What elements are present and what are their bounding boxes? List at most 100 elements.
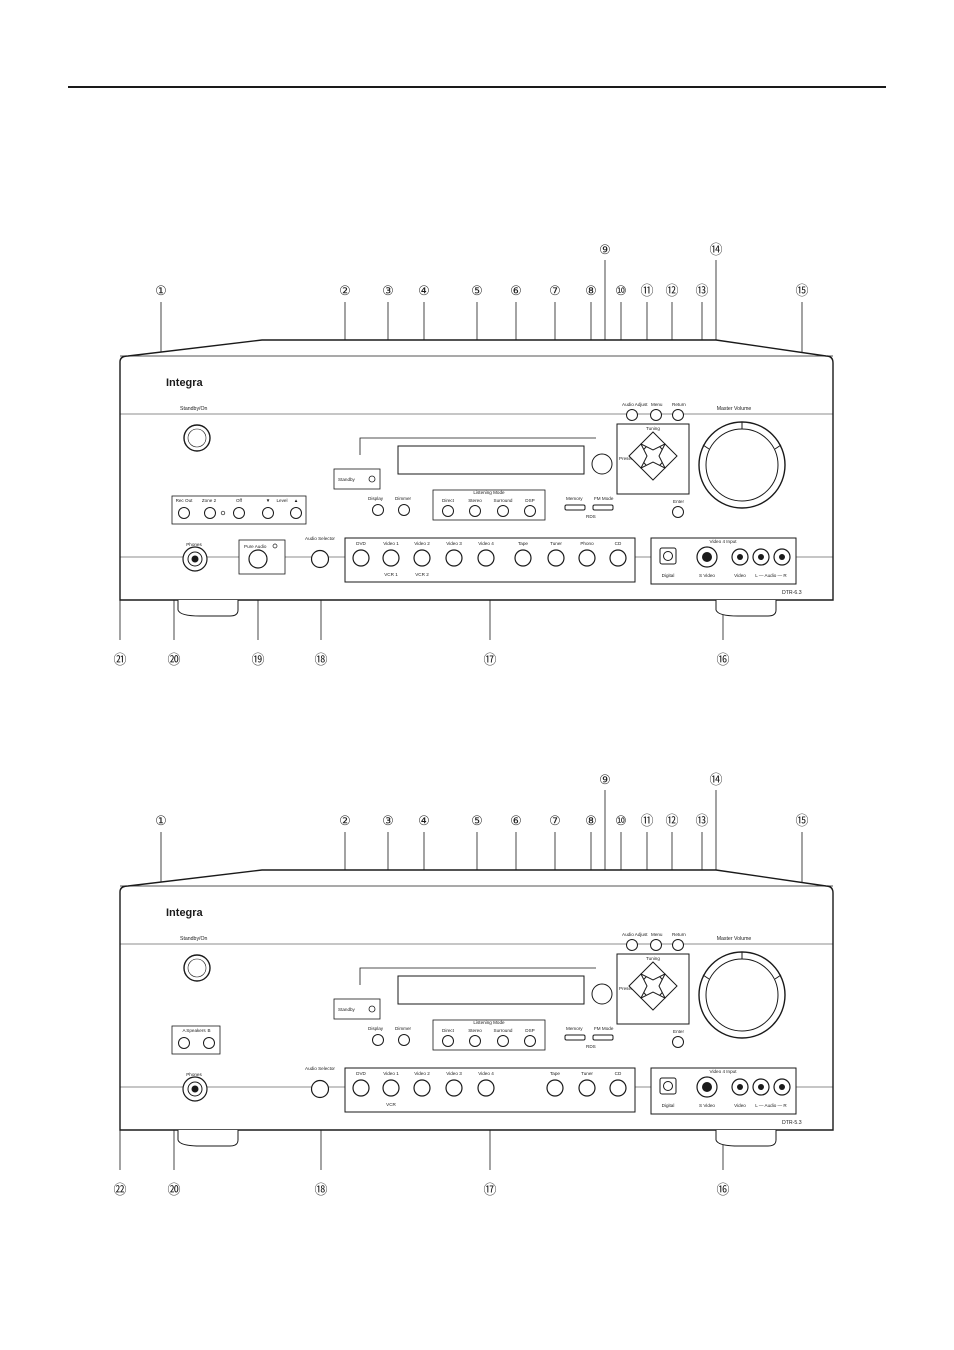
enter-button[interactable]	[672, 506, 684, 518]
rec-out-button[interactable]	[178, 507, 190, 519]
level-up-label: ▲	[294, 498, 299, 503]
tuning-up-arrow-icon[interactable]	[640, 961, 666, 981]
audio-adjust-button[interactable]	[626, 939, 638, 951]
tuning-up-arrow-icon[interactable]	[640, 431, 666, 451]
audio-left-inner-icon	[758, 1084, 764, 1090]
input-label-tape: Tape	[550, 1071, 560, 1076]
fm-mode-button[interactable]	[592, 1034, 614, 1041]
tuning-down-arrow-icon[interactable]	[640, 461, 666, 481]
surround-button[interactable]	[497, 505, 509, 517]
optical-digital-jack[interactable]	[659, 1077, 677, 1095]
cd-button[interactable]	[609, 1079, 627, 1097]
stereo-button[interactable]	[469, 1035, 481, 1047]
return-button[interactable]	[672, 409, 684, 421]
return-button[interactable]	[672, 939, 684, 951]
tuner-button[interactable]	[578, 1079, 596, 1097]
video1-button[interactable]	[382, 549, 400, 567]
input-label-dvd: DVD	[356, 1071, 366, 1076]
callout-10: ⑩	[615, 813, 627, 828]
master-volume-knob[interactable]	[698, 421, 786, 509]
video1-button[interactable]	[382, 1079, 400, 1097]
speakers-a-button[interactable]	[178, 1037, 190, 1049]
s-video-inner-icon	[702, 552, 712, 562]
input-label-video3: Video 3	[446, 1071, 462, 1076]
power-button[interactable]	[183, 424, 211, 452]
direct-button[interactable]	[442, 1035, 454, 1047]
phono-button[interactable]	[578, 549, 596, 567]
menu-button[interactable]	[650, 939, 662, 951]
callout-7: ⑦	[549, 283, 561, 298]
tuning-down-arrow-icon[interactable]	[640, 991, 666, 1011]
power-button[interactable]	[183, 954, 211, 982]
rds-label: RDS	[586, 514, 596, 519]
audio-adjust-button[interactable]	[626, 409, 638, 421]
preset-left-arrow-icon[interactable]	[628, 443, 648, 469]
dvd-button[interactable]	[352, 1079, 370, 1097]
callout-3: ③	[382, 283, 394, 298]
model-label: DTR-6.3	[782, 590, 802, 596]
video2-button[interactable]	[413, 1079, 431, 1097]
optical-inner-icon	[663, 1081, 673, 1091]
callout-16: ⑯	[716, 652, 729, 667]
dsp-button[interactable]	[524, 505, 536, 517]
preset-right-arrow-icon[interactable]	[658, 973, 678, 999]
speakers-b-button[interactable]	[203, 1037, 215, 1049]
direct-button[interactable]	[442, 505, 454, 517]
master-volume-label: Master Volume	[717, 406, 752, 412]
zone2-label: Zone 2	[202, 498, 217, 503]
enter-button[interactable]	[672, 1036, 684, 1048]
dimmer-button[interactable]	[398, 504, 410, 516]
brand-logo: Integra	[166, 377, 204, 389]
pure-audio-button[interactable]	[248, 549, 268, 569]
preset-left-arrow-icon[interactable]	[628, 973, 648, 999]
callout-1: ①	[155, 283, 167, 298]
surround-button[interactable]	[497, 1035, 509, 1047]
off-button[interactable]	[233, 507, 245, 519]
audio-selector-button[interactable]	[310, 549, 330, 569]
callout-row-bottom: ㉒ ⑳ ⑱ ⑰ ⑯	[113, 1182, 729, 1197]
input-label-cd: CD	[615, 541, 622, 546]
dvd-button[interactable]	[352, 549, 370, 567]
preset-label: Preset	[619, 456, 633, 461]
level-up-button[interactable]	[290, 507, 302, 519]
phones-jack[interactable]	[182, 1076, 208, 1102]
tape-button[interactable]	[546, 1079, 564, 1097]
listening-mode-label-surround: Surround	[494, 498, 513, 503]
power-label: Standby/On	[180, 936, 208, 942]
video4-input-group: Video 4 Input Digital S Video Video L — …	[650, 1067, 797, 1115]
level-down-button[interactable]	[262, 507, 274, 519]
tape-button[interactable]	[514, 549, 532, 567]
memory-button[interactable]	[564, 1034, 586, 1041]
display-button[interactable]	[372, 1034, 384, 1046]
display-button[interactable]	[372, 504, 384, 516]
zone2-button[interactable]	[204, 507, 216, 519]
phones-jack[interactable]	[182, 546, 208, 572]
video2-button[interactable]	[413, 549, 431, 567]
display-outline	[359, 437, 596, 455]
callout-4: ④	[418, 283, 430, 298]
speakers-group: A Speakers B	[171, 1025, 221, 1055]
dimmer-button[interactable]	[398, 1034, 410, 1046]
video4-button[interactable]	[477, 549, 495, 567]
memory-label: Memory	[566, 1026, 583, 1031]
stereo-button[interactable]	[469, 505, 481, 517]
master-volume-knob[interactable]	[698, 951, 786, 1039]
cd-button[interactable]	[609, 549, 627, 567]
fm-mode-button[interactable]	[592, 504, 614, 511]
fl-display	[397, 975, 585, 1005]
audio-right-inner-icon	[779, 554, 785, 560]
standby-led	[368, 1005, 376, 1013]
video3-button[interactable]	[445, 1079, 463, 1097]
video4-button[interactable]	[477, 1079, 495, 1097]
video3-button[interactable]	[445, 549, 463, 567]
menu-button[interactable]	[650, 409, 662, 421]
preset-right-arrow-icon[interactable]	[658, 443, 678, 469]
memory-button[interactable]	[564, 504, 586, 511]
rds-label: RDS	[586, 1044, 596, 1049]
optical-digital-jack[interactable]	[659, 547, 677, 565]
callout-17: ⑰	[483, 652, 496, 667]
dsp-button[interactable]	[524, 1035, 536, 1047]
tuner-button[interactable]	[547, 549, 565, 567]
audio-selector-button[interactable]	[310, 1079, 330, 1099]
